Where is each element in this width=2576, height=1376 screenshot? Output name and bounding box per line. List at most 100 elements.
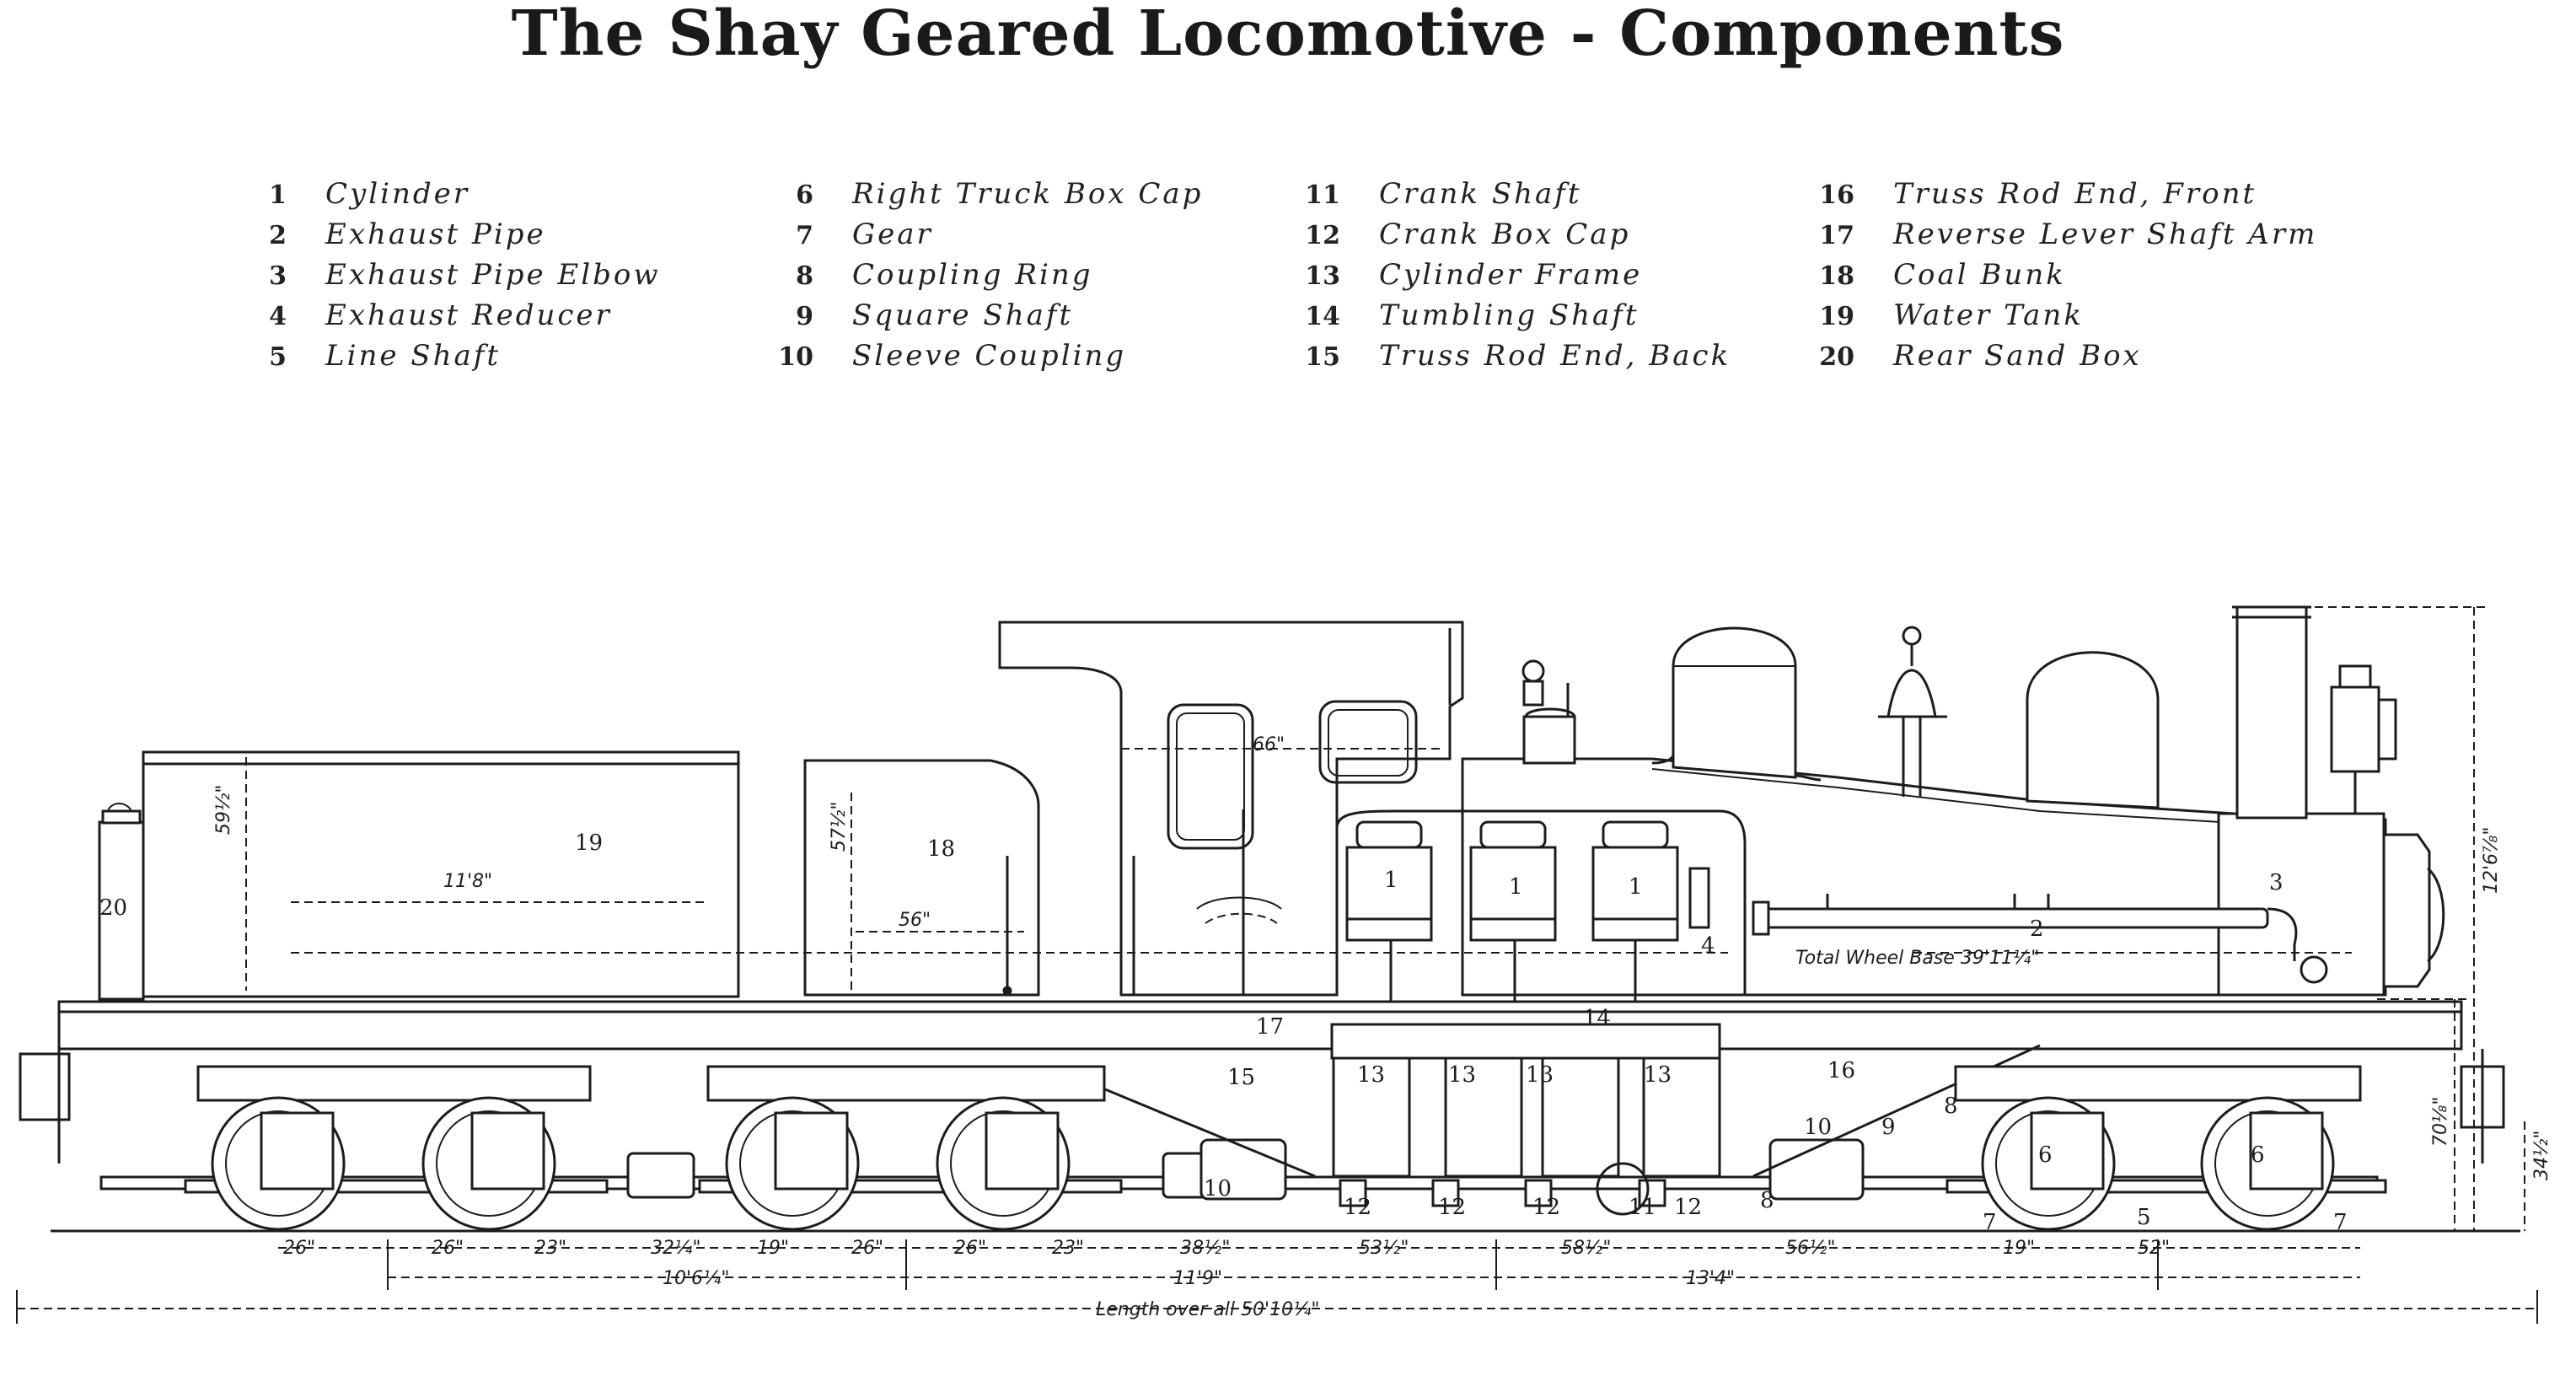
dimension-bunk-height: 57½" — [829, 802, 850, 852]
legend-label: Coupling Ring — [852, 258, 1093, 292]
callout-truss-rod-end-back: 15 — [1227, 1065, 1255, 1090]
callout-gear: 7 — [1983, 1210, 1997, 1235]
steam-dome-rear — [1651, 626, 1822, 782]
coal-bunk — [803, 759, 1040, 997]
crank-assembly — [1330, 1023, 1721, 1216]
dimension-tank-length: 11'8" — [443, 871, 492, 892]
callout-coupling-ring: 8 — [1944, 1094, 1958, 1119]
legend-number: 5 — [269, 342, 287, 372]
legend-label: Crank Box Cap — [1379, 218, 1631, 251]
water-tank — [142, 750, 740, 998]
cylinders — [1335, 809, 1747, 1029]
dimension-segment: 26" — [954, 1238, 986, 1259]
legend-label: Water Tank — [1893, 298, 2084, 332]
headlight — [2330, 664, 2397, 814]
callout-cylinder-frame: 13 — [1526, 1062, 1554, 1088]
callout-cylinder-frame: 13 — [1357, 1062, 1385, 1088]
legend-label: Right Truck Box Cap — [852, 177, 1204, 211]
dimension-length-over-all: Length over all 50'10¼" — [1096, 1299, 1320, 1320]
callout-sleeve-coupling: 10 — [1204, 1176, 1232, 1201]
legend-label: Tumbling Shaft — [1379, 298, 1640, 332]
legend-item: 11 Crank Shaft — [1281, 177, 1731, 218]
legend-number: 18 — [1819, 261, 1854, 291]
legend-label: Truss Rod End, Front — [1893, 177, 2257, 211]
legend-number: 4 — [269, 302, 287, 331]
legend-item: 15 Truss Rod End, Back — [1281, 339, 1731, 379]
legend-number: 8 — [796, 261, 813, 291]
callout-line-shaft: 5 — [2137, 1205, 2151, 1230]
front-truck — [1945, 1065, 2387, 1231]
dimension-segment: 26" — [432, 1238, 464, 1259]
legend-number: 2 — [269, 221, 287, 250]
legend-number: 14 — [1305, 302, 1340, 331]
steam-dome-front — [2026, 651, 2160, 809]
dimension-segment: 23" — [1052, 1238, 1084, 1259]
legend-item: 17 Reverse Lever Shaft Arm — [1795, 218, 2317, 258]
legend-number: 13 — [1305, 261, 1340, 291]
legend-label: Coal Bunk — [1893, 258, 2066, 292]
legend-column-2: 6 Right Truck Box Cap 7 Gear 8 Coupling Rin… — [754, 177, 1203, 379]
legend-number: 3 — [269, 261, 287, 291]
legend-number: 6 — [796, 180, 813, 210]
dimension-segment: 56½" — [1785, 1238, 1835, 1259]
center-truck — [698, 1065, 1123, 1231]
callout-cylinder-frame: 13 — [1448, 1062, 1476, 1088]
callout-cylinder: 1 — [1384, 868, 1398, 893]
callout-square-shaft: 9 — [1881, 1115, 1896, 1140]
legend-number: 9 — [796, 302, 813, 331]
main-frame — [19, 1000, 2505, 1164]
callout-crank-box-cap: 12 — [1344, 1195, 1371, 1220]
legend-item: 18 Coal Bunk — [1795, 258, 2317, 298]
legend-number: 19 — [1819, 302, 1854, 331]
callout-right-truck-box-cap: 6 — [2251, 1142, 2265, 1168]
whistle — [1521, 659, 1576, 765]
legend-number: 11 — [1305, 180, 1340, 210]
bell — [1878, 626, 1947, 797]
dimension-segment: 26" — [283, 1238, 315, 1259]
legend-number: 17 — [1819, 221, 1854, 250]
legend-label: Exhaust Reducer — [325, 298, 612, 332]
dimension-frame-height: 70⅛" — [2430, 1097, 2451, 1147]
callout-reverse-lever-shaft-arm: 17 — [1256, 1014, 1284, 1040]
legend-item: 8 Coupling Ring — [754, 258, 1203, 298]
dimension-tank-height: 59½" — [213, 785, 234, 835]
callout-crank-shaft: 11 — [1629, 1195, 1656, 1220]
dimension-segment: 26" — [851, 1238, 883, 1259]
callout-exhaust-pipe-elbow: 3 — [2269, 870, 2284, 895]
legend-label: Gear — [852, 218, 933, 251]
legend-number: 15 — [1305, 342, 1340, 372]
callout-right-truck-box-cap: 6 — [2038, 1142, 2053, 1168]
callout-rear-sand-box: 20 — [99, 895, 127, 921]
legend-label: Exhaust Pipe — [325, 218, 546, 251]
dimension-coupler-height: 34½" — [2531, 1131, 2552, 1180]
callout-water-tank: 19 — [575, 830, 603, 856]
exhaust-pipe — [1752, 894, 2328, 984]
legend-label: Truss Rod End, Back — [1379, 339, 1731, 373]
callout-exhaust-reducer: 4 — [1701, 933, 1715, 959]
dimension-total-wheel-base: Total Wheel Base 39'11¼" — [1795, 948, 2039, 969]
smokestack — [2232, 605, 2311, 820]
dimension-segment: 19" — [757, 1238, 789, 1259]
dimension-segment: 23" — [534, 1238, 566, 1259]
callout-crank-box-cap: 12 — [1674, 1195, 1702, 1220]
legend-number: 20 — [1819, 342, 1854, 372]
callout-crank-box-cap: 12 — [1438, 1195, 1466, 1220]
legend-label: Reverse Lever Shaft Arm — [1893, 218, 2318, 251]
legend-label: Line Shaft — [325, 339, 501, 373]
dimension-height: 12'6⅞" — [2481, 827, 2502, 894]
legend-item: 19 Water Tank — [1795, 298, 2317, 339]
callout-tumbling-shaft: 14 — [1583, 1006, 1611, 1031]
callout-sleeve-coupling: 10 — [1804, 1115, 1832, 1140]
legend-label: Crank Shaft — [1379, 177, 1582, 211]
legend-number: 7 — [796, 221, 813, 250]
callout-coupling-ring: 8 — [1760, 1188, 1774, 1213]
